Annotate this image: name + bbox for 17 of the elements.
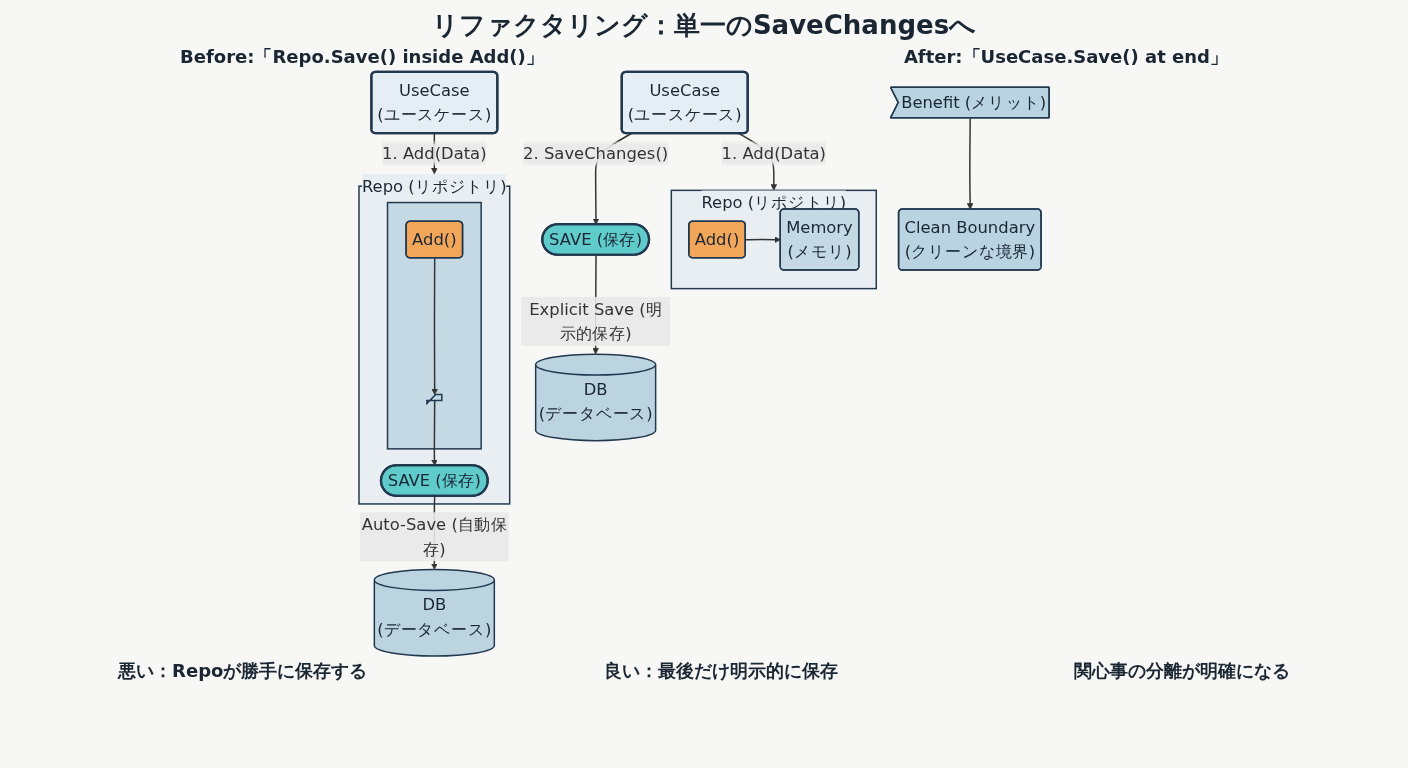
node-label: Repo (リポジトリ): [361, 176, 507, 196]
column-heading: After:「UseCase.Save() at end」: [903, 45, 1228, 69]
cluster: [386, 201, 482, 450]
arrow: [966, 117, 974, 210]
note-text: 良い：最後だけ明示的に保存: [603, 659, 838, 683]
title: リファクタリング：単一のSaveChangesへ: [430, 9, 978, 42]
note-text: 関心事の分離が明確になる: [1073, 659, 1290, 683]
edge-label: Explicit Save (明示的保存): [529, 299, 663, 343]
arrow: [431, 257, 438, 396]
node-card: [426, 393, 443, 406]
edge-label: 1. Add(Data): [721, 144, 826, 163]
arrow: [431, 398, 438, 466]
edge-label: 1. Add(Data): [382, 144, 487, 163]
edge-label: Auto-Save (自動保存): [361, 515, 507, 559]
edge-label: 2. SaveChanges(): [523, 144, 669, 163]
column-heading: Before:「Repo.Save() inside Add()」: [180, 45, 544, 69]
note-text: 悪い：Repoが勝手に保存する: [118, 659, 368, 683]
